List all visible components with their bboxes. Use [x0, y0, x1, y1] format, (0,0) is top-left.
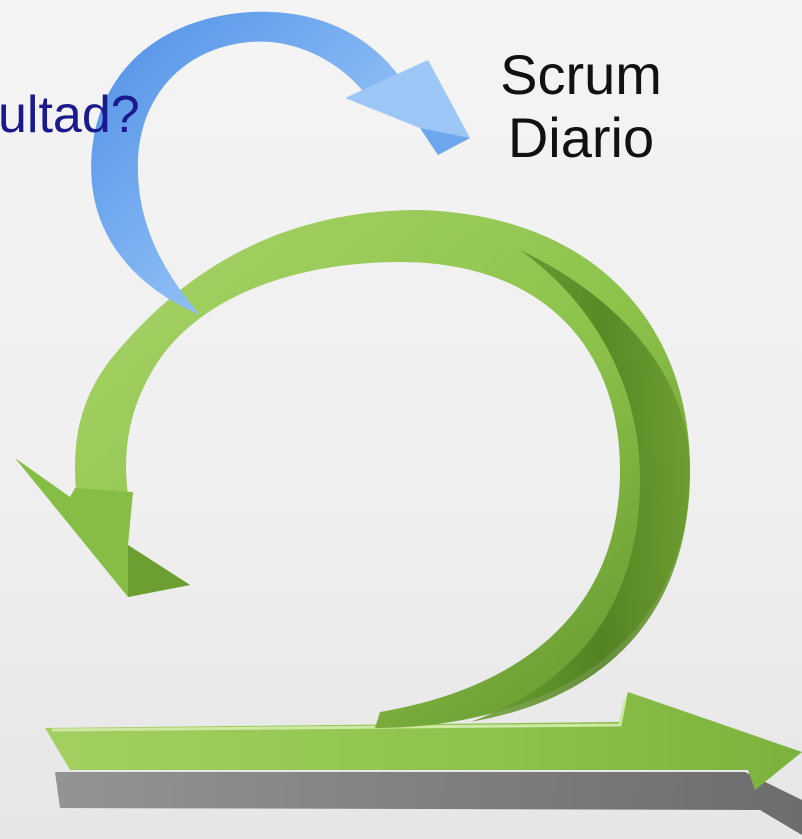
daily-scrum-label-line2: Diario — [507, 105, 655, 169]
question-text: ultad? — [0, 86, 140, 144]
output-arrow — [45, 692, 802, 790]
daily-scrum-label-line1: Scrum — [500, 43, 662, 106]
sprint-loop-shade — [470, 250, 690, 722]
output-arrow-highlight — [51, 699, 627, 732]
daily-scrum-label: Scrum Diario — [470, 43, 692, 169]
daily-scrum-arrowhead-shade — [420, 128, 470, 155]
sprint-loop-arrowhead-shade — [128, 545, 190, 597]
floor-shadow — [55, 772, 802, 835]
daily-scrum-arrowhead — [345, 60, 470, 155]
